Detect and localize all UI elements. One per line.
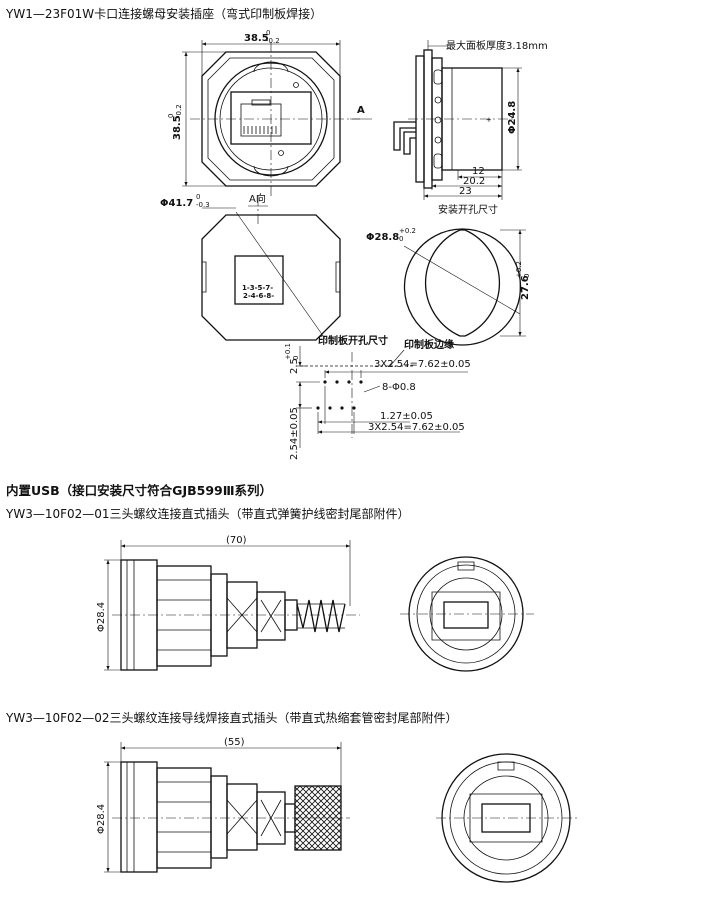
section3-length: (55) [224,737,245,748]
dim-12: 12 [472,166,485,177]
front-width-tol-lower: -0.2 [266,37,280,45]
pcb-offset: 1.27±0.05 [380,411,433,422]
cutout-flat-tol-upper: +0.2 [515,261,523,278]
plug-spring-side-view [104,540,360,671]
pcb-holes: 8-Φ0.8 [382,382,416,393]
plug-spring-end-view [400,556,534,672]
cutout-flat-tol-lower: 0 [523,274,531,278]
plug-heatshrink-end-view [436,753,578,883]
pcb-title: 印制板开孔尺寸 [318,334,388,347]
a-view-label: A向 [249,192,266,205]
section3-title: YW3—10F02—02三头螺纹连接导线焊接直式插头（带直式热缩套管密封尾部附件… [5,710,458,725]
dim-23: 23 [459,186,472,197]
front-width-dim: 38.5 [244,33,269,44]
front-height-tol-lower: -0.2 [175,104,183,118]
a-view [201,196,341,341]
a-view-tol-upper: 0 [196,193,200,201]
plug-heatshrink-side-view [104,742,350,873]
side-view: + [393,40,522,200]
front-height-dim: 38.5 [172,115,183,140]
a-view-tol-lower: -0.3 [196,201,210,209]
section2-title: YW3—10F02—01三头螺纹连接直式插头（带直式弹簧护线密封尾部附件） [5,506,410,521]
dim-20-2: 20.2 [463,176,485,187]
pins-row2: 2-4-6-8- [243,292,274,300]
pcb-edge-tol-lower: 0 [292,356,300,360]
max-panel-thickness: 最大面板厚度3.18mm [446,39,548,52]
pins-row1: 1-3-5-7- [242,284,273,292]
pcb-edge-tol-upper: +0.1 [284,343,292,360]
pcb-pitch-top: 3X2.54=7.62±0.05 [374,359,471,370]
section2-diameter: Φ28.4 [96,602,107,632]
cutout-flat: 27.6 [520,275,531,300]
cutout-diameter: Φ28.8 [366,232,399,243]
panel-cutout [403,228,526,346]
cutout-tol-upper: +0.2 [399,227,416,235]
front-view [182,40,360,196]
side-diameter: Φ24.8 [507,101,518,134]
a-view-diameter: Φ41.7 [160,198,193,209]
section3-diameter: Φ28.4 [96,804,107,834]
view-a-label: A [357,105,365,116]
pcb-pitch-bottom: 3X2.54=7.62±0.05 [368,422,465,433]
section2-length: (70) [226,535,247,546]
side-view-caption: 安装开孔尺寸 [438,203,498,216]
front-height-tol-upper: 0 [167,114,175,118]
pcb-row-spacing: 2.54±0.05 [289,407,300,460]
section1-title: YW1—23F01W卡口连接螺母安装插座（弯式印制板焊接） [5,6,322,21]
pcb-edge-label: 印制板边缘 [404,338,454,351]
pcb-edge-dist: 2.5 [289,358,300,374]
svg-text:+: + [486,116,492,124]
section2-heading: 内置USB（接口安装尺寸符合GJB599Ⅲ系列） [6,483,272,498]
front-width-tol-upper: 0 [266,29,270,37]
cutout-tol-lower: 0 [399,235,403,243]
pcb-layout [296,346,468,448]
